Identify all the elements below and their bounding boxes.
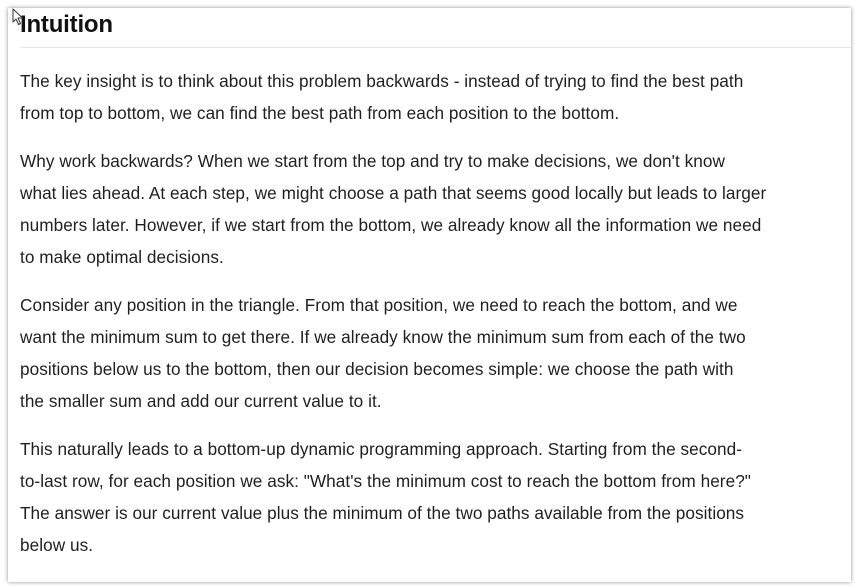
paragraph-1: The key insight is to think about this p… (20, 65, 851, 129)
paragraph-line: This naturally leads to a bottom-up dyna… (20, 439, 743, 459)
mouse-pointer-icon (12, 8, 23, 25)
paragraph-3: Consider any position in the triangle. F… (20, 289, 851, 417)
paragraph-line: Why work backwards? When we start from t… (20, 151, 725, 171)
paragraph-line: Consider any position in the triangle. F… (20, 295, 738, 315)
document-frame: Intuition The key insight is to think ab… (8, 8, 851, 582)
paragraph-2: Why work backwards? When we start from t… (20, 145, 851, 273)
paragraph-line: the smaller sum and add our current valu… (20, 391, 382, 411)
heading-divider (20, 47, 851, 48)
paragraph-line: The key insight is to think about this p… (20, 71, 744, 91)
paragraph-line: The answer is our current value plus the… (20, 503, 745, 523)
paragraph-4: This naturally leads to a bottom-up dyna… (20, 433, 851, 561)
paragraph-line: below us. (20, 535, 94, 555)
paragraph-line: from top to bottom, we can find the best… (20, 103, 620, 123)
paragraph-line: to-last row, for each position we ask: "… (20, 471, 751, 491)
paragraph-line: positions below us to the bottom, then o… (20, 359, 734, 379)
paragraph-line: want the minimum sum to get there. If we… (20, 327, 746, 347)
intuition-section: Intuition The key insight is to think ab… (20, 8, 851, 561)
paragraph-line: to make optimal decisions. (20, 247, 224, 267)
paragraph-line: what lies ahead. At each step, we might … (20, 183, 767, 203)
section-heading: Intuition (20, 11, 113, 38)
paragraph-line: numbers later. However, if we start from… (20, 215, 762, 235)
